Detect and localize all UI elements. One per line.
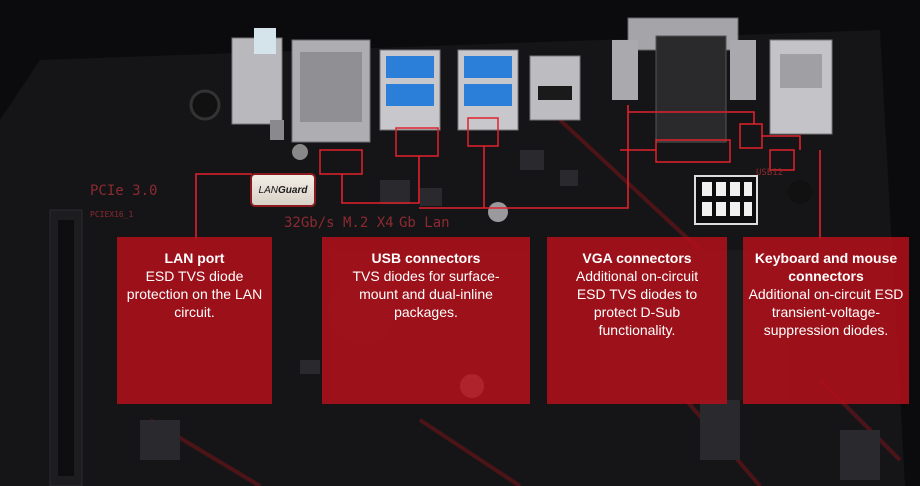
callout-title: USB connectors <box>371 250 481 266</box>
callout-description: ESD TVS diode protection on the LAN circ… <box>126 268 263 320</box>
callout-title: LAN port <box>164 250 225 266</box>
callout-title: Keyboard and mouse connectors <box>754 250 898 284</box>
callout-keyboard-mouse-connectors: Keyboard and mouse connectors Additional… <box>743 237 909 404</box>
callout-vga-connectors: VGA connectors Additional on-circuit ESD… <box>547 237 727 404</box>
silkscreen-m2: 32Gb/s M.2 X4 <box>284 215 394 231</box>
languard-label-prefix: LAN <box>258 184 278 196</box>
callout-usb-connectors: USB connectors TVS diodes for surface-mo… <box>322 237 530 404</box>
languard-label-suffix: Guard <box>278 184 308 196</box>
languard-chip: LANGuard <box>252 175 314 205</box>
callout-description: TVS diodes for surface-mount and dual-in… <box>352 268 500 320</box>
callout-description: Additional on-circuit ESD transient-volt… <box>748 286 904 338</box>
silkscreen-lan: Gb Lan <box>399 215 450 231</box>
silkscreen-pcie: PCIe 3.0 <box>90 183 158 199</box>
silkscreen-usb: USB12 <box>756 168 784 178</box>
languard-label: LANGuard <box>259 185 308 196</box>
callout-lan-port: LAN port ESD TVS diode protection on the… <box>117 237 272 404</box>
silkscreen-pcie-small: PCIEX16_1 <box>90 210 134 219</box>
callout-title: VGA connectors <box>582 250 692 266</box>
callout-description: Additional on-circuit ESD TVS diodes to … <box>575 268 699 338</box>
